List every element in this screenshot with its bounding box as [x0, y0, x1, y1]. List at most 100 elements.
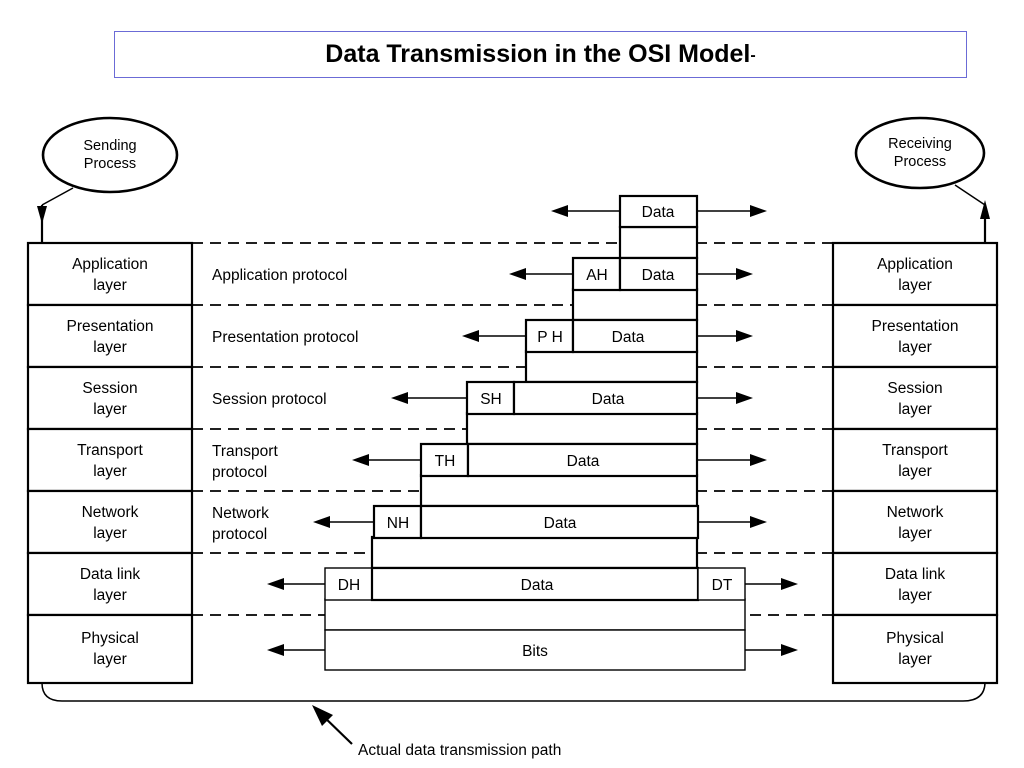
- receiving-layer-presentation-name: Presentation: [871, 318, 958, 335]
- sending-layer-datalink-line2: layer: [93, 587, 127, 604]
- receiving-layer-datalink-name: Data link: [885, 566, 946, 583]
- pdu-datalink-data-box[interactable]: [370, 566, 700, 602]
- sending-layer-application-line2: layer: [93, 277, 127, 294]
- pdu-application-header-label: AH: [586, 267, 608, 284]
- receiving-layer-physical[interactable]: [831, 613, 999, 685]
- sending-process-ellipse: [41, 116, 179, 194]
- connector-top-to-application: [618, 225, 699, 260]
- receiving-layer-application[interactable]: [831, 241, 999, 307]
- receiving-layer-session-name: Session: [887, 380, 942, 397]
- page-title: Data Transmission in the OSI Model-: [325, 40, 755, 69]
- pdu-datalink-trailer-label: DT: [712, 577, 733, 594]
- pdu-application-data-box[interactable]: [618, 256, 699, 292]
- protocol-labels: Application protocol Presentation protoc…: [212, 267, 358, 543]
- sending-layer-physical-line2: layer: [93, 651, 127, 668]
- receiving-layer-presentation[interactable]: [831, 303, 999, 369]
- sending-process-label-line2: Process: [84, 156, 136, 172]
- sending-layer-physical-name: Physical: [81, 630, 139, 647]
- sending-layer-transport[interactable]: [26, 427, 194, 493]
- pdu-datalink: DH Data DT: [267, 566, 798, 602]
- pdu-transport-header-label: TH: [435, 453, 456, 470]
- pdu-transport-data-label: Data: [567, 453, 600, 470]
- receiving-process-ellipse: [854, 116, 986, 190]
- pdu-application-left-arrowhead: [509, 268, 526, 280]
- receiving-layer-stack: Application layer Presentation layer Ses…: [831, 241, 999, 685]
- pdu-network-header-label: NH: [387, 515, 409, 532]
- connector-network-to-datalink: [370, 535, 699, 570]
- pdu-application-data-label: Data: [642, 267, 675, 284]
- sending-layer-physical[interactable]: [26, 613, 194, 685]
- pdu-network-data-box[interactable]: [419, 504, 700, 540]
- receiving-process-label-line2: Process: [894, 154, 946, 170]
- receiving-layer-session-line2: layer: [898, 401, 932, 418]
- pdu-session-data-box[interactable]: [512, 380, 699, 416]
- pdu-presentation-data-label: Data: [612, 329, 645, 346]
- connector-presentation-to-session: [524, 349, 699, 384]
- sending-layer-stack: Application layer Presentation layer Ses…: [26, 241, 194, 685]
- pdu-physical: Bits: [267, 629, 798, 671]
- receiving-layer-transport-name: Transport: [882, 442, 948, 459]
- pdu-datalink-left-arrowhead: [267, 578, 284, 590]
- sending-layer-presentation-name: Presentation: [66, 318, 153, 335]
- receiving-layer-datalink[interactable]: [831, 551, 999, 617]
- pdu-network-data-label: Data: [544, 515, 577, 532]
- receiving-process-label-line1: Receiving: [888, 136, 952, 152]
- sending-layer-presentation-line2: layer: [93, 339, 127, 356]
- pdu-physical-right-arrowhead: [781, 644, 798, 656]
- sending-layer-network-line2: layer: [93, 525, 127, 542]
- sending-layer-application-name: Application: [72, 256, 148, 273]
- pdu-physical-bits-box[interactable]: [324, 629, 746, 671]
- pdu-session: SH Data: [391, 380, 753, 416]
- top-data-right-arrowhead: [750, 205, 767, 217]
- receiving-layer-physical-name: Physical: [886, 630, 944, 647]
- pdu-datalink-right-arrowhead: [781, 578, 798, 590]
- pdu-network-left-arrowhead: [313, 516, 330, 528]
- sending-layer-network-name: Network: [82, 504, 139, 521]
- receiving-layer-session[interactable]: [831, 365, 999, 431]
- page-title-main: Data Transmission in the OSI Model: [325, 40, 751, 68]
- pdu-transport-data-box[interactable]: [466, 442, 699, 478]
- sending-layer-transport-line2: layer: [93, 463, 127, 480]
- sending-process-label-line1: Sending: [83, 138, 136, 154]
- sending-layer-network[interactable]: [26, 489, 194, 555]
- sending-layer-application[interactable]: [26, 241, 194, 307]
- pdu-physical-left-arrowhead: [267, 644, 284, 656]
- sending-layer-session[interactable]: [26, 365, 194, 431]
- top-data-unit: Data: [551, 194, 767, 229]
- title-box: Data Transmission in the OSI Model-: [114, 31, 967, 78]
- pdu-presentation-right-arrowhead: [736, 330, 753, 342]
- connector-session-to-transport: [465, 411, 699, 446]
- protocol-label-transport-line2: protocol: [212, 464, 267, 481]
- pdu-application: AH Data: [509, 256, 753, 292]
- receiving-layer-network[interactable]: [831, 489, 999, 555]
- protocol-label-network-line1: Network: [212, 505, 269, 522]
- sending-layer-session-name: Session: [82, 380, 137, 397]
- connector-datalink-to-physical: [324, 598, 746, 631]
- sending-layer-presentation[interactable]: [26, 303, 194, 369]
- pdu-network-right-arrowhead: [750, 516, 767, 528]
- pdu-session-right-arrowhead: [736, 392, 753, 404]
- protocol-label-transport-line1: Transport: [212, 443, 278, 460]
- receiving-layer-transport[interactable]: [831, 427, 999, 493]
- sending-layer-datalink[interactable]: [26, 551, 194, 617]
- sending-process-node: Sending Process: [41, 116, 179, 194]
- protocol-label-application: Application protocol: [212, 267, 347, 284]
- pdu-transport-left-arrowhead: [352, 454, 369, 466]
- sending-layer-datalink-name: Data link: [80, 566, 141, 583]
- receiving-layer-application-name: Application: [877, 256, 953, 273]
- pdu-presentation-data-box[interactable]: [571, 318, 699, 354]
- top-data-box[interactable]: [618, 194, 699, 229]
- pdu-session-left-arrowhead: [391, 392, 408, 404]
- connector-application-to-presentation: [571, 287, 699, 322]
- pdu-datalink-header-label: DH: [338, 577, 360, 594]
- pdu-application-right-arrowhead: [736, 268, 753, 280]
- sending-path-arrowhead: [37, 206, 47, 224]
- sending-layer-session-line2: layer: [93, 401, 127, 418]
- receiving-layer-network-line2: layer: [898, 525, 932, 542]
- pdu-physical-bits-label: Bits: [522, 643, 548, 660]
- top-data-left-arrowhead: [551, 205, 568, 217]
- footnote-label: Actual data transmission path: [358, 742, 561, 759]
- receiving-process-node: Receiving Process: [854, 116, 986, 190]
